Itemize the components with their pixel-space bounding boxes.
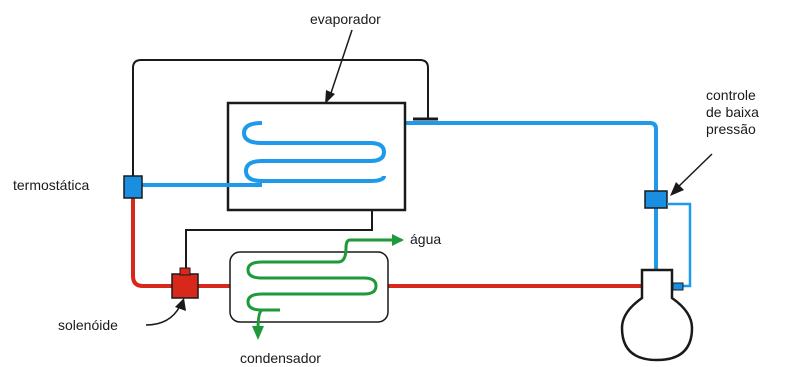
thermostatic-valve [123, 175, 143, 199]
water-outlet-arrow [252, 326, 264, 340]
evaporator-coil [241, 121, 387, 183]
solenoid-valve [171, 273, 199, 299]
low-pressure-control-label-line2: de baixa [706, 104, 759, 120]
suction-line [262, 121, 658, 270]
pressure-sense-line [667, 202, 692, 288]
low-pressure-control-label-line1: controle [706, 87, 756, 103]
low-pressure-control [644, 190, 668, 209]
liquid-line [131, 198, 642, 288]
low-pressure-control-label-line3: pressão [706, 121, 756, 137]
pressure-control-arrowhead [670, 182, 684, 196]
water-label: água [410, 231, 441, 247]
evaporator-leader [329, 29, 353, 97]
water-inlet-arrow [392, 234, 404, 246]
evaporator-arrowhead [325, 90, 335, 104]
pressure-control-leader [675, 153, 713, 190]
condenser-box [229, 251, 389, 323]
thermostatic-label: termostática [13, 177, 89, 193]
evaporator-label: evaporador [310, 11, 381, 27]
solenoid-leader [145, 305, 181, 326]
pressure-fitting [672, 282, 684, 291]
solenoid-control-wire [185, 196, 373, 272]
condenser-coil [246, 238, 402, 331]
solenoid-arrowhead [175, 298, 186, 311]
thermostat-control-wire [132, 59, 429, 176]
solenoid-valve-cap [179, 267, 191, 276]
condenser-label: condensador [240, 350, 321, 366]
compressor [620, 268, 694, 362]
evaporator-box [226, 101, 407, 212]
solenoid-label: solenóide [58, 317, 118, 333]
